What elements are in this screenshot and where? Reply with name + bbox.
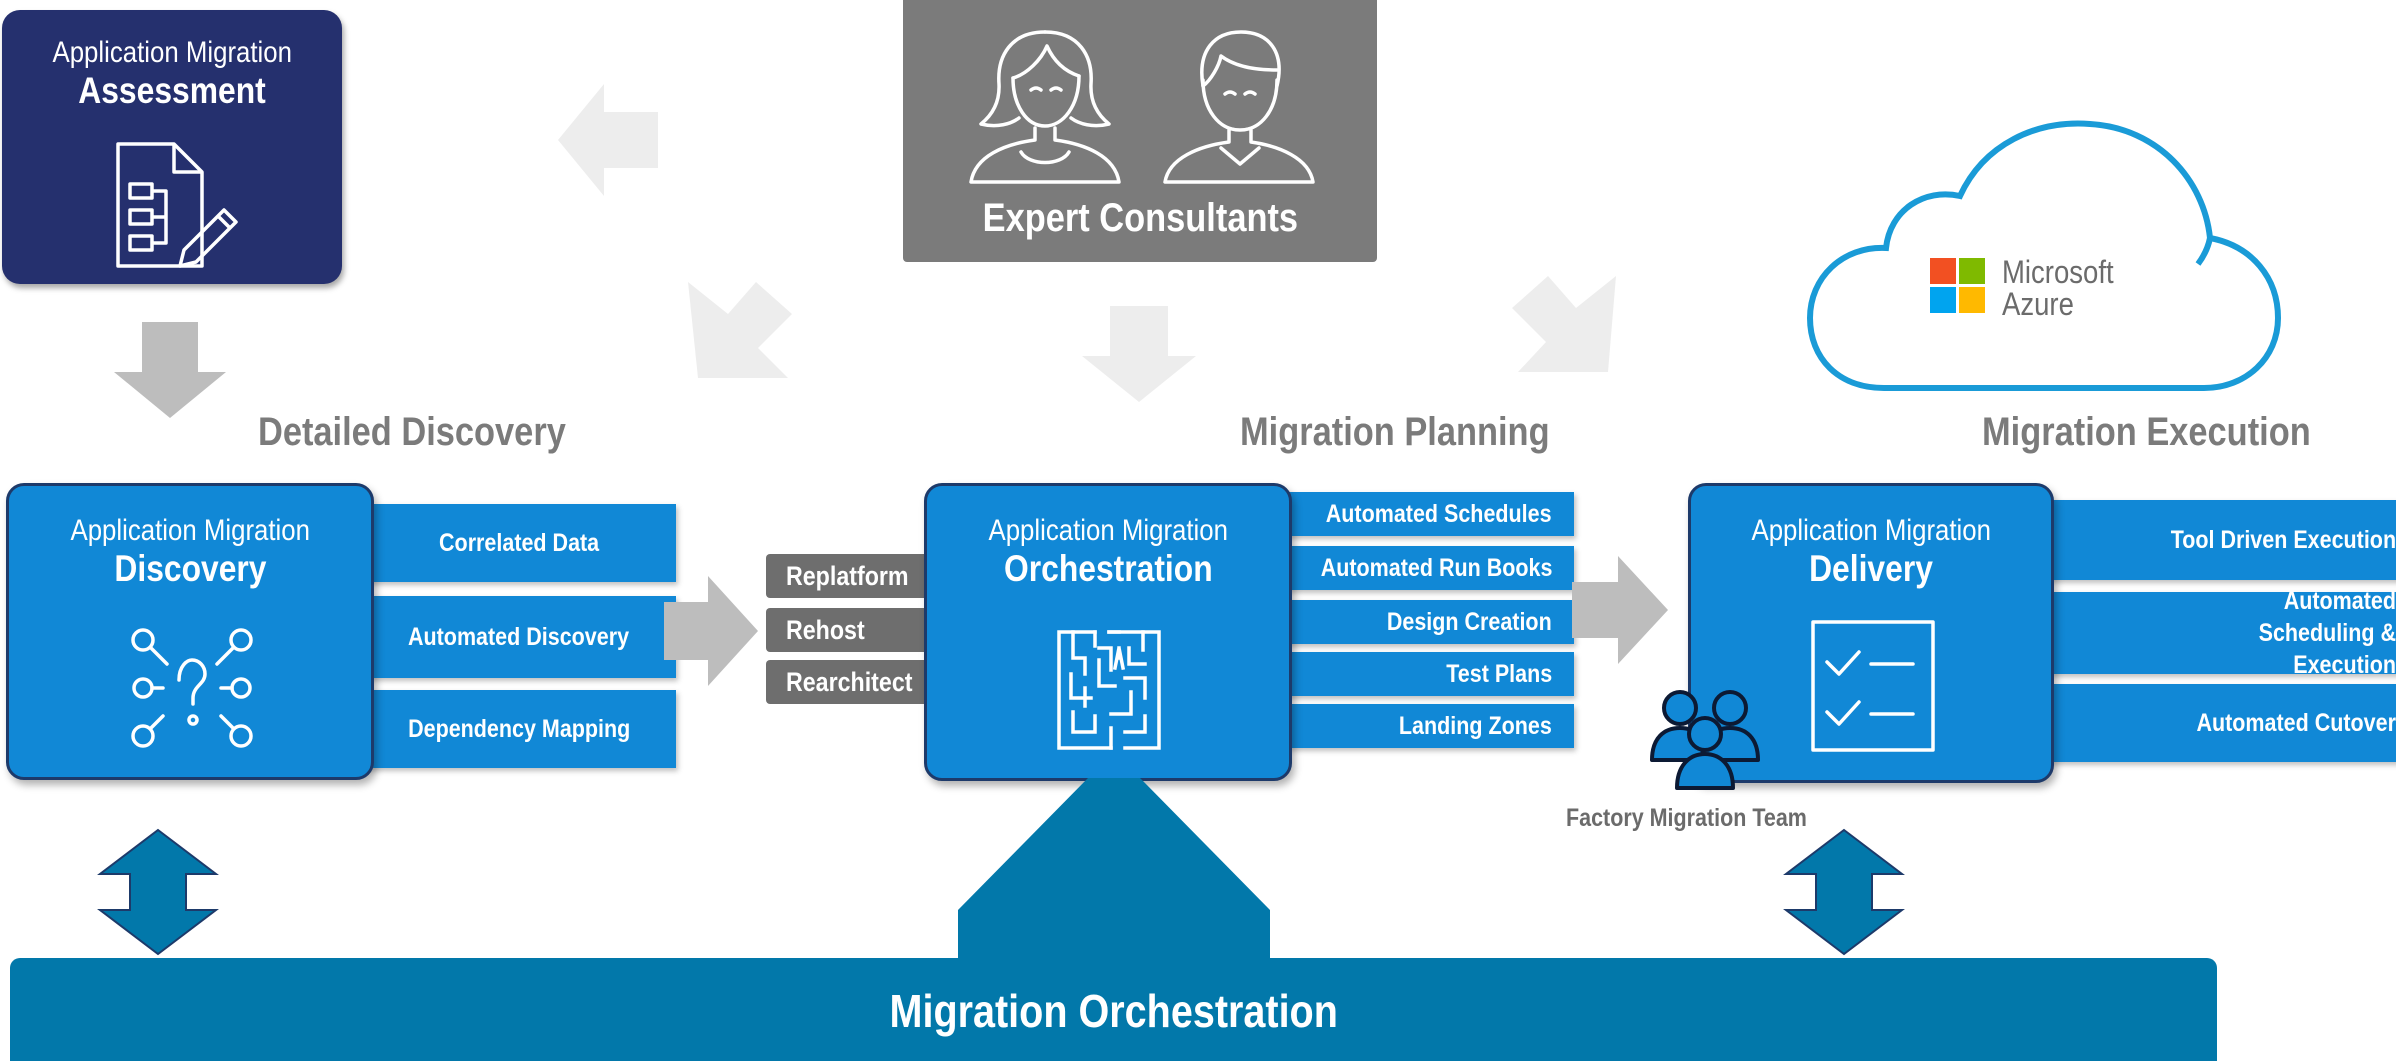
assessment-title: Assessment	[78, 70, 266, 111]
orchestration-box: Application Migration Orchestration	[924, 483, 1292, 781]
discovery-feature-0: Correlated Data	[362, 504, 676, 582]
team-icon	[1650, 690, 1760, 790]
orchestration-feature-0: Automated Schedules	[1282, 492, 1574, 536]
approach-rearchitect: Rearchitect	[766, 660, 946, 704]
discovery-subtitle: Application Migration	[70, 514, 310, 547]
delivery-subtitle: Application Migration	[1751, 514, 1991, 547]
arrow-right-icon	[664, 576, 758, 686]
discovery-box: Application Migration Discovery	[6, 483, 374, 780]
team-label: Factory Migration Team	[1566, 804, 1807, 832]
delivery-feature-0: Tool Driven Execution	[2048, 500, 2396, 580]
maze-icon	[1057, 630, 1161, 750]
orchestration-subtitle: Application Migration	[988, 514, 1228, 547]
approach-replatform: Replatform	[766, 554, 946, 598]
arrow-down-left-faint-icon	[688, 282, 792, 378]
migration-orchestration-bar: Migration Orchestration	[10, 958, 2217, 1061]
arrow-left-faint-icon	[558, 84, 658, 196]
bottom-bar-label: Migration Orchestration	[889, 985, 1338, 1037]
document-edit-icon	[116, 142, 238, 268]
checklist-icon	[1811, 620, 1935, 752]
orchestration-title: Orchestration	[1003, 548, 1213, 589]
delivery-title: Delivery	[1809, 548, 1933, 589]
expert-consultants-box: Expert Consultants	[903, 0, 1377, 262]
discovery-feature-1: Automated Discovery	[362, 596, 676, 678]
pyramid-connector-icon	[958, 778, 1270, 962]
arrow-updown-right-icon	[1783, 828, 1905, 956]
azure-line2: Azure	[2002, 286, 2074, 322]
orchestration-feature-3: Test Plans	[1282, 652, 1574, 696]
discovery-feature-2: Dependency Mapping	[362, 690, 676, 768]
expert-consultants-label: Expert Consultants	[982, 196, 1298, 240]
orchestration-feature-4: Landing Zones	[1282, 704, 1574, 748]
stage-title-execution: Migration Execution	[1982, 410, 2311, 454]
delivery-feature-2: Automated Cutover	[2048, 684, 2396, 762]
arrow-down-icon	[114, 322, 226, 418]
arrow-down-faint-icon	[1082, 306, 1196, 402]
assessment-subtitle: Application Migration	[52, 36, 292, 69]
stage-title-discovery: Detailed Discovery	[258, 410, 566, 454]
azure-label: Microsoft Azure	[2002, 256, 2132, 320]
question-network-icon	[131, 628, 253, 748]
approach-rehost: Rehost	[766, 608, 946, 652]
arrow-updown-left-icon	[97, 828, 219, 956]
stage-title-planning: Migration Planning	[1240, 410, 1550, 454]
arrow-down-right-faint-icon	[1512, 276, 1616, 372]
orchestration-feature-1: Automated Run Books	[1282, 546, 1574, 590]
discovery-title: Discovery	[113, 548, 267, 589]
arrow-right-icon-2	[1572, 556, 1668, 664]
woman-icon	[969, 30, 1121, 184]
assessment-box: Application Migration Assessment	[2, 10, 342, 284]
delivery-feature-1: Automated Scheduling & Execution	[2048, 587, 2396, 679]
azure-line1: Microsoft	[2002, 254, 2114, 290]
orchestration-feature-2: Design Creation	[1282, 600, 1574, 644]
cloud-icon	[1806, 120, 2282, 391]
man-icon	[1163, 30, 1315, 184]
